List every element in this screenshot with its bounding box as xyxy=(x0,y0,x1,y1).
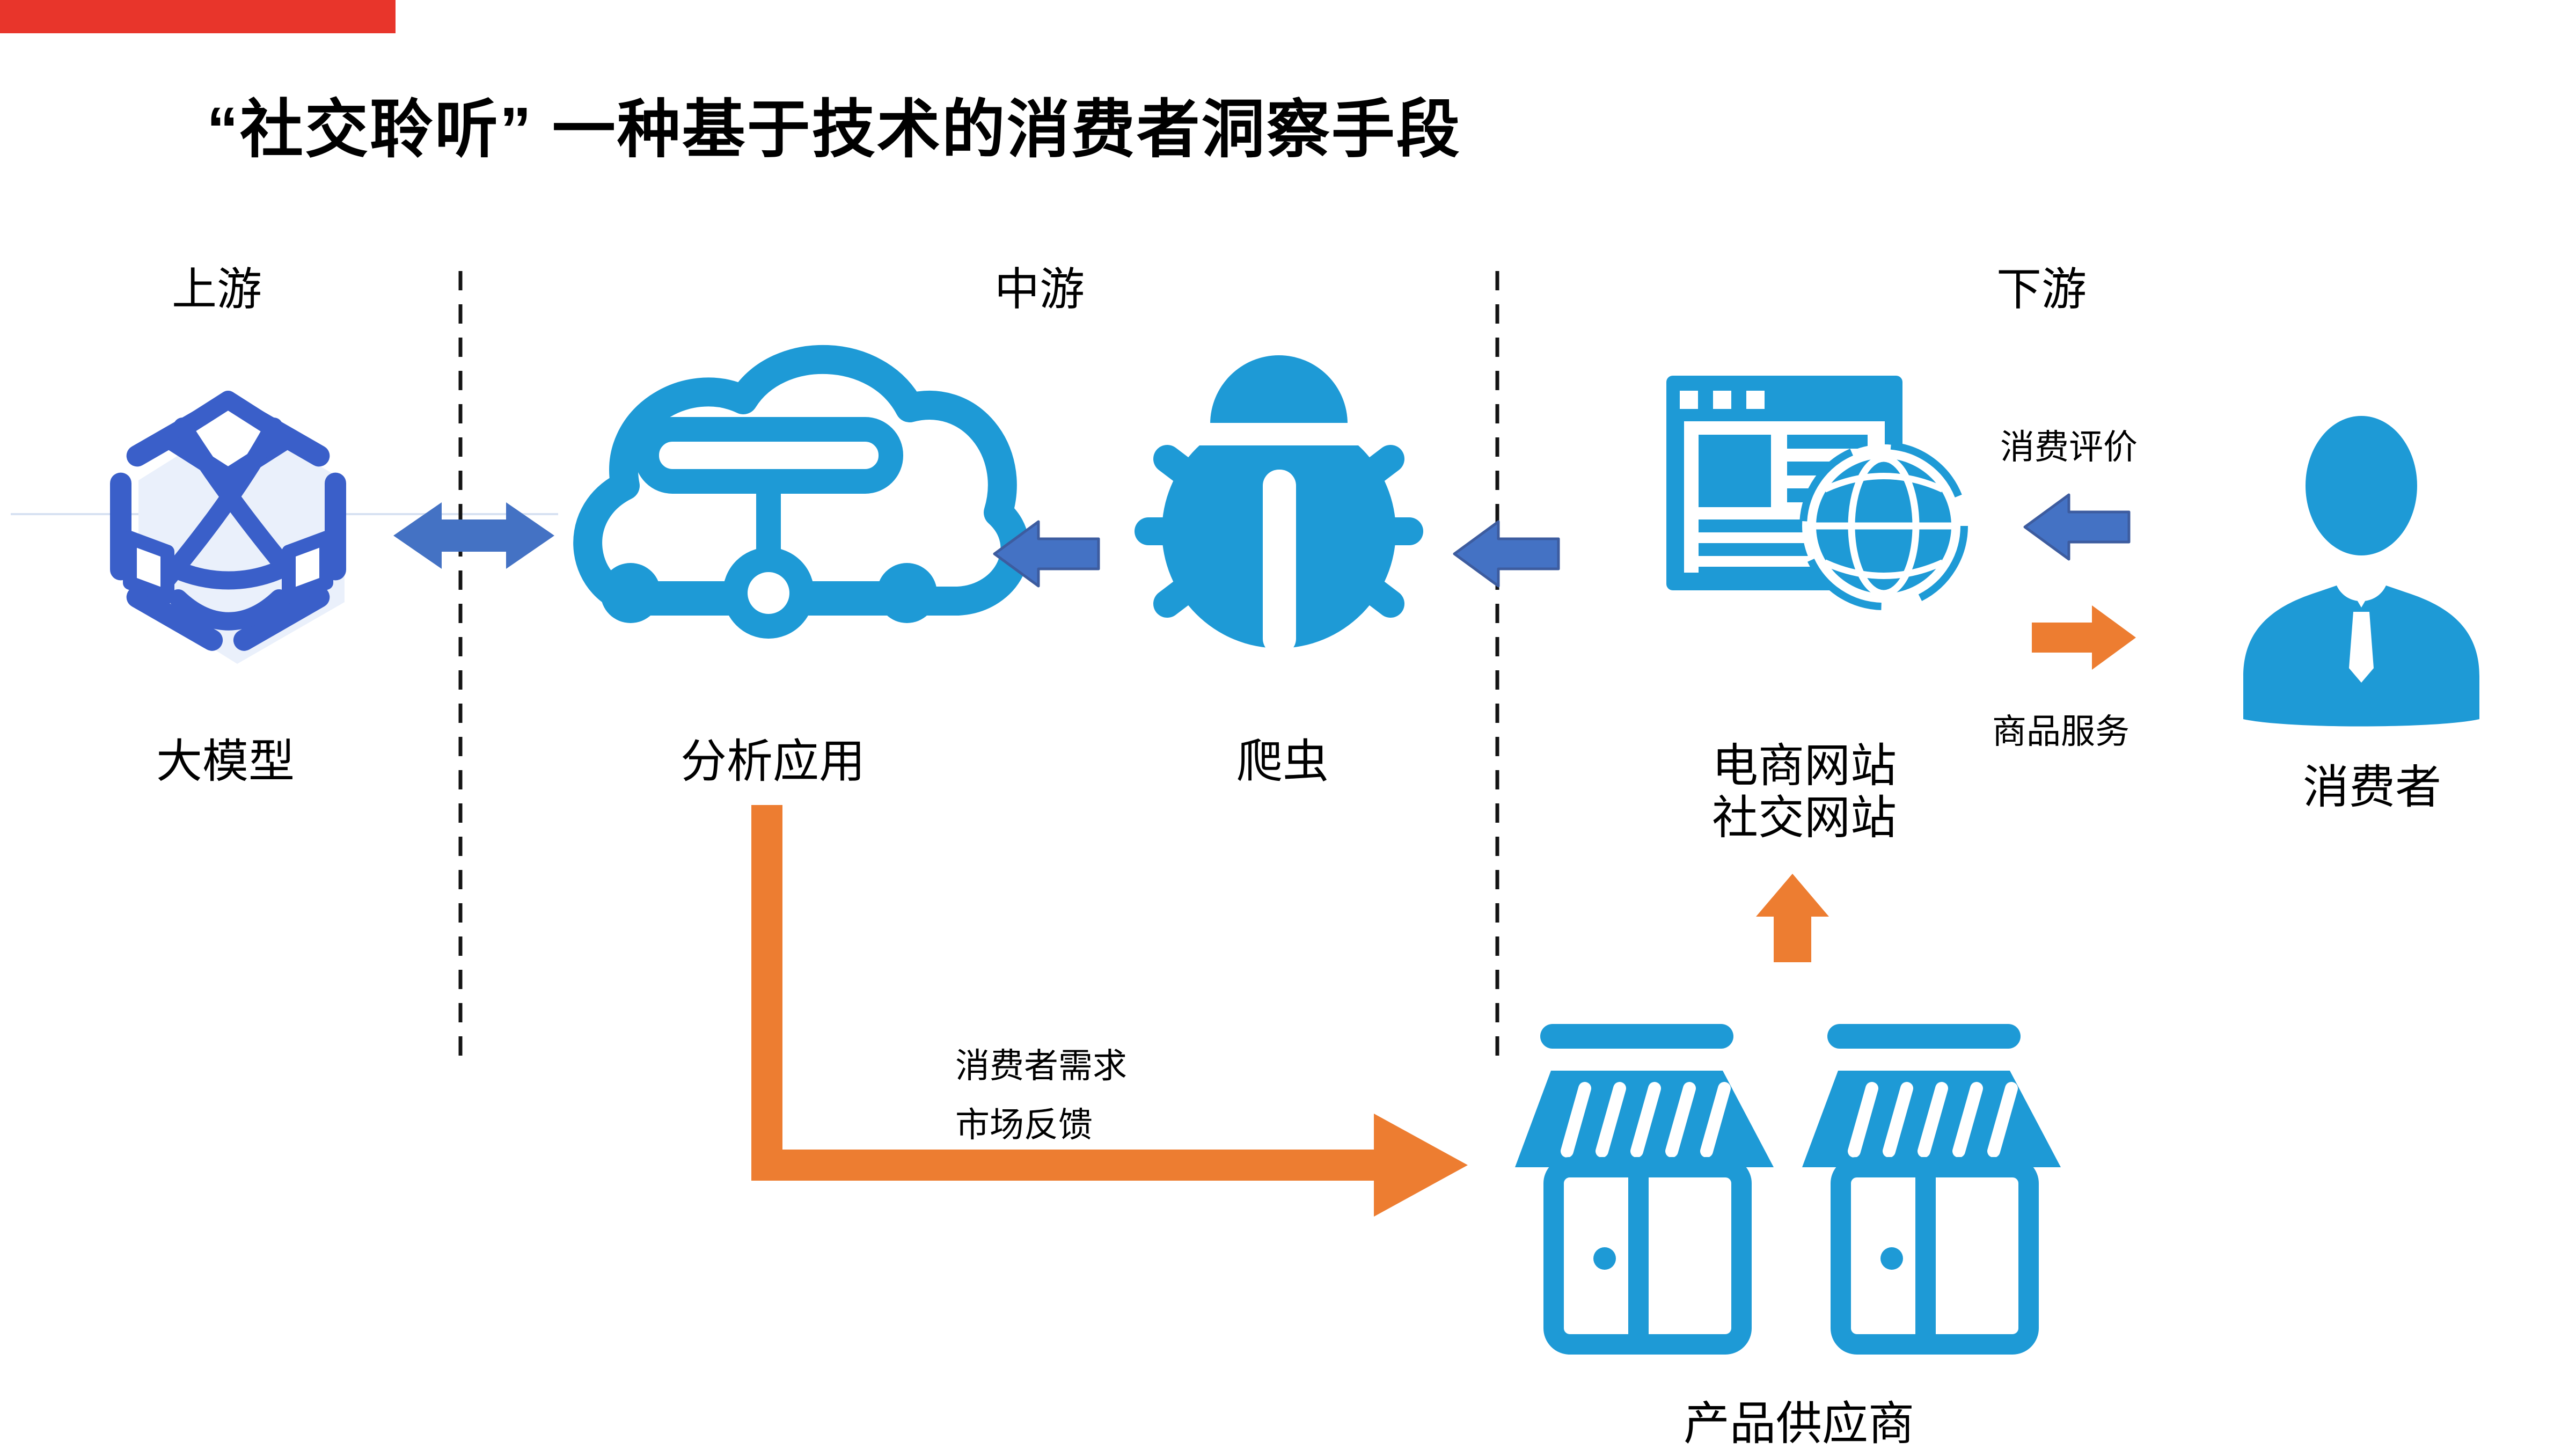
node-label-model: 大模型 xyxy=(156,736,295,787)
awning-stripe xyxy=(1848,1082,1878,1158)
sphere-bottom-arc xyxy=(169,589,288,631)
arrow-model-analytics-icon xyxy=(393,502,554,569)
arrow-supplier-to-site-icon xyxy=(1756,874,1829,962)
l-arrow-horizontal xyxy=(751,1150,1374,1181)
awning-stripe xyxy=(1630,1082,1661,1158)
large-model-icon xyxy=(110,391,346,664)
flow-label-demand-line2: 市场反馈 xyxy=(955,1106,1093,1144)
node-dot-right xyxy=(877,563,937,623)
website-globe-icon xyxy=(1666,376,1968,610)
globe-parallel-top xyxy=(1823,473,1944,493)
awning-stripe xyxy=(1987,1082,2018,1158)
store-door-knob xyxy=(1880,1247,1903,1270)
left-arrow-shape xyxy=(993,520,1100,588)
awning-stripe xyxy=(1596,1082,1626,1158)
store-right xyxy=(1802,1024,2061,1355)
node-donut-center xyxy=(723,547,814,639)
browser-dot-1 xyxy=(1680,391,1698,409)
right-arrow-shape xyxy=(2032,605,2136,670)
browser-dot-2 xyxy=(1713,391,1731,409)
zone-label-downstream: 下游 xyxy=(1996,264,2087,314)
content-image-block xyxy=(1699,435,1771,507)
flow-label-review: 消费评价 xyxy=(2000,428,2138,466)
awning-stripe xyxy=(1883,1082,1913,1158)
browser-dot-3 xyxy=(1746,391,1765,409)
node-label-consumer: 消费者 xyxy=(2303,762,2441,813)
node-label-site-line1: 电商网站 xyxy=(1712,740,1897,792)
store-ridge xyxy=(1827,1024,2021,1049)
node-label-supplier: 产品供应商 xyxy=(1684,1398,1914,1449)
corner-panel-right xyxy=(282,531,333,604)
red-accent-bar xyxy=(0,0,396,33)
arrow-site-to-consumer-icon xyxy=(2032,605,2136,670)
left-arrow-shape xyxy=(2023,493,2131,561)
person-collar xyxy=(2348,586,2374,608)
awning-stripe xyxy=(1952,1082,1983,1158)
awning-stripe xyxy=(1561,1082,1591,1158)
awning-stripe xyxy=(1665,1082,1696,1158)
globe-outer-ring xyxy=(1799,442,1968,610)
page-title: “社交聆听” 一种基于技术的消费者洞察手段 xyxy=(207,94,1461,165)
node-label-analytics: 分析应用 xyxy=(680,736,865,787)
store-body xyxy=(1831,1157,2039,1355)
cloud-outline xyxy=(573,345,1030,616)
corner-panel-left xyxy=(123,531,174,604)
arrow-site-to-crawler-icon xyxy=(1453,520,1560,588)
flow-label-demand-line1: 消费者需求 xyxy=(955,1046,1127,1085)
up-arrow-shape xyxy=(1756,874,1829,962)
globe-parallel-bottom xyxy=(1823,559,1944,579)
bug-neck-gap xyxy=(1178,423,1380,445)
bug-head-dome xyxy=(1210,355,1348,424)
arrow-analytics-to-supplier-icon xyxy=(751,805,1468,1217)
arrow-crawler-to-analytics-icon xyxy=(993,520,1100,588)
cloud-pill xyxy=(634,417,903,494)
content-line-short-1 xyxy=(1787,435,1868,449)
node-label-site-line2: 社交网站 xyxy=(1712,792,1897,844)
awning-stripe xyxy=(1918,1082,1948,1158)
double-arrow-shape xyxy=(393,502,554,569)
store-ridge xyxy=(1540,1024,1733,1049)
crawler-bug-icon xyxy=(1135,355,1423,655)
node-dot-left xyxy=(601,563,661,623)
l-arrow-head xyxy=(1374,1114,1468,1217)
flow-label-goods: 商品服务 xyxy=(1992,712,2129,751)
left-arrow-shape xyxy=(1453,520,1560,588)
store-body xyxy=(1543,1157,1752,1355)
person-tie xyxy=(2349,612,2374,683)
consumer-person-icon xyxy=(2243,416,2479,727)
zone-label-midstream: 中游 xyxy=(994,264,1085,314)
l-arrow-vertical xyxy=(751,805,782,1181)
supplier-stores-icon xyxy=(1515,1024,2061,1355)
node-label-crawler: 爬虫 xyxy=(1236,736,1329,787)
bug-wing-slot xyxy=(1263,470,1296,655)
arrow-consumer-to-site-icon xyxy=(2023,493,2131,561)
store-left xyxy=(1515,1024,1774,1355)
awning-stripe xyxy=(1700,1082,1731,1158)
store-door-knob xyxy=(1593,1247,1616,1270)
zone-label-upstream: 上游 xyxy=(171,264,262,314)
analytics-cloud-icon xyxy=(573,345,1030,639)
person-head xyxy=(2306,416,2417,555)
